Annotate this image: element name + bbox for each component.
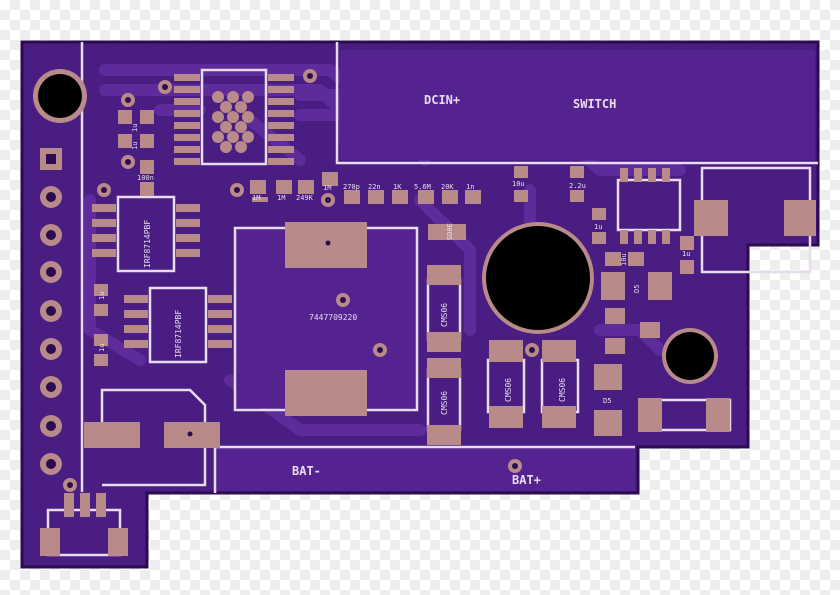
cap-2-2u-label: 2.2u — [569, 182, 586, 190]
cap-22n-label: 22n — [368, 183, 381, 191]
diode-4-label: CMS06 — [558, 378, 567, 402]
sd-label: SD0E — [446, 223, 454, 240]
cap-270p-label: 270p — [343, 183, 360, 191]
dcin-label: DCIN+ — [424, 93, 460, 107]
vias — [63, 69, 539, 492]
cap-1n-label: 1n — [466, 183, 474, 191]
mosfet-2-label: IRF8714PBF — [174, 310, 183, 358]
silkscreen-text: DCIN+ SWITCH BAT- BAT+ 7447709220 IRF871… — [98, 93, 690, 487]
bat-minus-label: BAT- — [292, 464, 321, 478]
diode-1-label: CMS06 — [440, 303, 449, 327]
switch-label: SWITCH — [573, 97, 616, 111]
cap-1u-b-label: 1u — [131, 142, 139, 150]
cap-1u-f-label: 1u — [98, 344, 106, 352]
res-249k-label: 249K — [296, 194, 314, 202]
res-5-6m-label: 5.6M — [414, 183, 431, 191]
cap-10u-a-label: 10u — [512, 180, 525, 188]
res-1m-b-label: 1M — [277, 194, 285, 202]
cap-1u-d-label: 1u — [682, 250, 690, 258]
diode-3-label: CMS06 — [504, 378, 513, 402]
cap-1u-c-label: 1u — [594, 223, 602, 231]
diode-d5-label: D5 — [633, 285, 641, 293]
diode-2-label: CMS06 — [440, 391, 449, 415]
res-1m-c-label: 1M — [323, 184, 331, 192]
bat-plus-label: BAT+ — [512, 473, 541, 487]
inductor-label: 7447709220 — [309, 313, 357, 322]
pin-header — [40, 148, 62, 475]
res-1m-a-label: 1M — [252, 194, 260, 202]
smd-pads — [40, 74, 816, 556]
res-20k-label: 20K — [441, 183, 454, 191]
cap-1u-e-label: 1u — [98, 292, 106, 300]
mosfet-1-label: IRF8714PBF — [143, 220, 152, 268]
cap-10u-b-label: 10u — [620, 253, 628, 266]
cap-100n-label: 100n — [137, 174, 154, 182]
diode-d5-b-label: D5 — [603, 397, 611, 405]
res-1k-label: 1K — [393, 183, 402, 191]
cap-1u-a-label: 1u — [131, 124, 139, 132]
mounting-holes — [33, 69, 718, 384]
